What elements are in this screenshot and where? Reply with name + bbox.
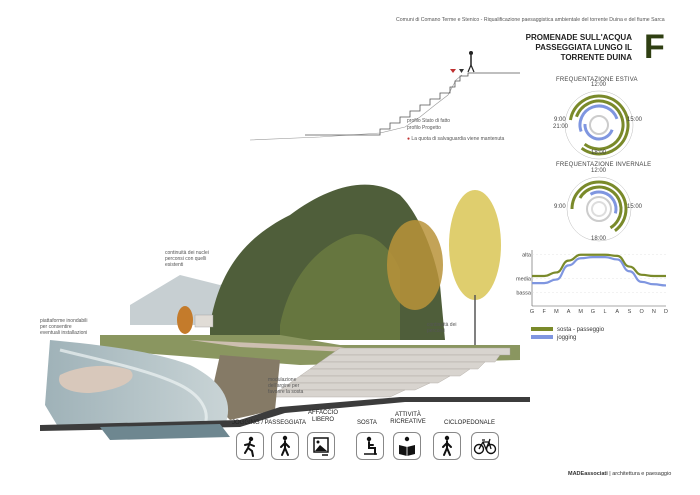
river: [45, 340, 229, 430]
clock-label-bottom: 18:00: [591, 150, 607, 156]
y-level-label: media: [516, 276, 532, 282]
sitting-icon: [356, 432, 384, 460]
gravel-platform: [59, 365, 133, 393]
month-tick-label: F: [542, 309, 546, 315]
annotation-modulazione: modulazione dell'argine per favorire la …: [268, 377, 304, 395]
month-tick-label: S: [628, 309, 632, 315]
activity-label-sosta: SOSTA: [357, 420, 377, 426]
title-line-3: TORRENTE DUINA: [560, 53, 632, 62]
project-subtitle: Comuni di Comano Terme e Stenico - Riqua…: [396, 17, 665, 23]
title-line-1: PROMENADE SULL'ACQUA: [525, 33, 632, 42]
activity-label-ciclopedonale: CICLOPEDONALE: [444, 420, 496, 426]
winter-clock-label-left: 9:00: [554, 204, 566, 210]
section-letter: F: [644, 28, 665, 66]
month-tick-label: O: [639, 309, 644, 315]
terraced-steps: [269, 347, 511, 398]
activity-label-jogging: JOGGING / PASSEGGIATA: [232, 420, 307, 426]
y-level-label: bassa: [516, 291, 532, 297]
person-figure-icon: [467, 51, 475, 73]
level-marker-icon: [459, 69, 464, 73]
landscape-illustration: [40, 184, 530, 440]
page-title: PROMENADE SULL'ACQUA PASSEGGIATA LUNGO I…: [520, 33, 632, 63]
attivita-line-2: RICREATIVE: [390, 419, 426, 425]
month-tick-label: G: [591, 309, 595, 315]
legend-sosta-swatch: [531, 327, 553, 332]
legend-sosta: sosta - passeggio: [531, 327, 604, 333]
footer-tagline: | architettura e paesaggio: [609, 471, 672, 477]
month-tick-label: D: [664, 309, 668, 315]
attivita-line-1: ATTIVITÀ: [395, 412, 421, 418]
legend-sosta-label: sosta - passeggio: [557, 327, 605, 333]
reading-icon: [393, 432, 421, 460]
affaccio-line-2: LIBERO: [311, 417, 334, 423]
clock-label-top: 12:00: [591, 82, 607, 88]
forest-highlight: [280, 234, 400, 340]
profile-project-line: [305, 72, 520, 136]
month-tick-label: A: [615, 309, 619, 315]
winter-clock-label-bottom: 18:00: [591, 236, 607, 242]
clock-label-right: 15:00: [627, 117, 643, 123]
month-tick-label: G: [530, 309, 534, 315]
series-line: [532, 255, 667, 287]
title-line-2: PASSEGGIATA LUNGO IL: [535, 43, 632, 52]
profile-section-drawing: [249, 51, 520, 141]
building: [194, 314, 214, 328]
footer-brand: MADEassociati: [568, 471, 608, 477]
legend-jogging-swatch: [531, 335, 553, 340]
walking-path: [190, 340, 370, 353]
quota-note: ● La quota di salvaguardia viene mantenu…: [407, 136, 504, 142]
walking-icon: [271, 432, 299, 460]
month-tick-label: A: [567, 309, 571, 315]
red-marker-icon: ●: [407, 136, 411, 142]
month-tick-label: M: [578, 309, 583, 315]
y-level-label: alta: [522, 253, 532, 259]
winter-frequency-clock: [566, 176, 632, 242]
autumn-tree: [387, 220, 443, 310]
legend-jogging: jogging: [531, 335, 576, 341]
bicycle-icon: [471, 432, 499, 460]
orange-tree: [177, 306, 193, 334]
level-marker-icon: [450, 69, 456, 73]
winter-clock-label-right: 15:00: [627, 204, 643, 210]
water-section: [100, 424, 230, 440]
clock-label-left: 9:00: [554, 117, 566, 123]
clock-label-left-2: 21:00: [553, 124, 569, 130]
month-tick-label: L: [604, 309, 607, 315]
quota-note-text: La quota di salvaguardia viene mantenuta: [411, 136, 505, 142]
viewpoint-icon: [307, 432, 335, 460]
section-cut-line: [40, 397, 530, 431]
affaccio-line-1: AFFACCIO: [307, 410, 338, 416]
legend-jogging-label: jogging: [557, 335, 577, 341]
month-tick-label: N: [652, 309, 656, 315]
frequentazione-invernale-title: FREQUENTAZIONE INVERNALE: [556, 162, 652, 168]
yellow-tree: [449, 190, 501, 300]
annotation-continuita-nuclei: continuità dei nuclei perconsi con quell…: [165, 250, 209, 268]
river-highlight: [59, 348, 208, 426]
profile-existing-line: [249, 74, 463, 141]
annotation-piattaforme: piattaforme inondabili per consentire ev…: [40, 318, 88, 336]
winter-clock-label-top: 12:00: [591, 168, 607, 174]
summer-frequency-clock: [564, 90, 634, 160]
activity-label-affaccio: AFFACCIO LIBERO: [306, 410, 340, 424]
month-tick-label: M: [554, 309, 559, 315]
walking-icon: [433, 432, 461, 460]
annotation-continuita-percorsi: continuità dei percorsi: [427, 322, 457, 334]
jogging-icon: [236, 432, 264, 460]
frequentazione-estiva-title: FREQUENTAZIONE ESTIVA: [556, 77, 638, 83]
activity-label-attivita: ATTIVITÀ RICREATIVE: [390, 412, 426, 426]
legend-project-profile: profilo Progetto: [407, 125, 441, 131]
legend-existing-profile: profilo Stato di fatto: [407, 118, 451, 124]
footer-credit: MADEassociati | architettura e paesaggio: [568, 471, 671, 477]
series-line: [531, 253, 666, 278]
